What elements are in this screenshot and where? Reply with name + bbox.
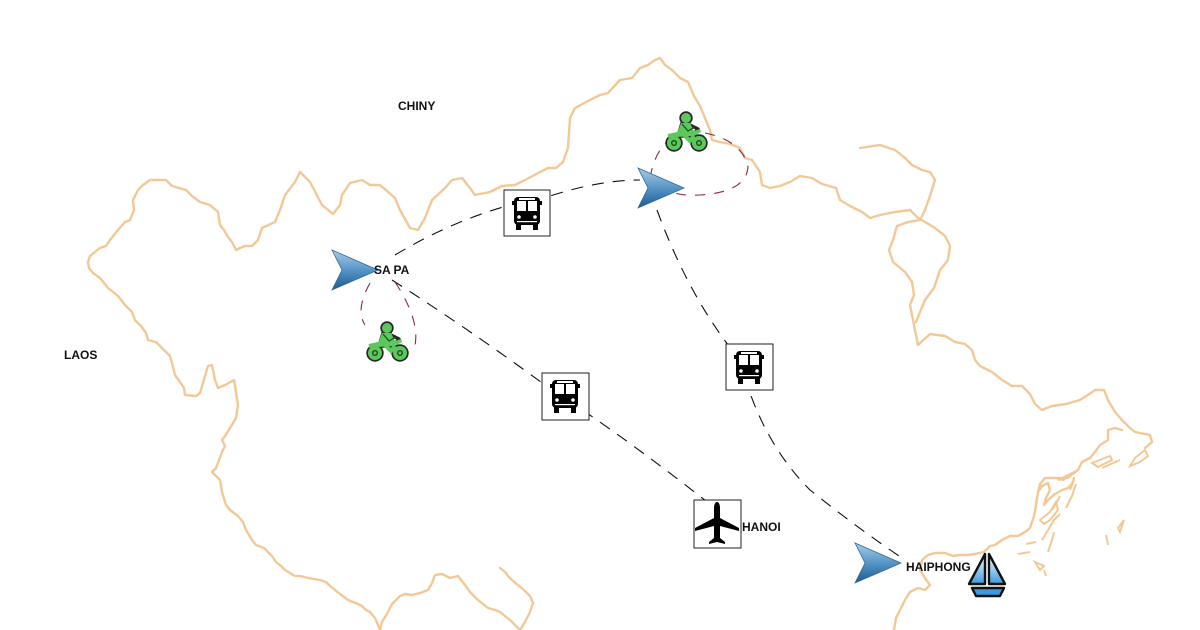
- city-label-sapa: SA PA: [374, 263, 410, 277]
- city-hanoi[interactable]: HANOI: [693, 499, 781, 549]
- arrow-pointer-icon: [331, 249, 379, 291]
- coastline-inlet: [1036, 476, 1076, 507]
- sailboat-icon[interactable]: [967, 552, 1007, 598]
- city-label-hanoi: HANOI: [742, 520, 781, 534]
- laos-vietnam-border: [86, 170, 382, 630]
- route-moto-sapa: [360, 281, 417, 346]
- route-sapa-hanoi: [391, 279, 731, 521]
- islands: [1017, 448, 1150, 577]
- city-haiphong[interactable]: HAIPHONG: [854, 542, 971, 584]
- arrow-pointer-icon: [854, 542, 902, 584]
- south-border-2: [498, 566, 535, 630]
- northeast-border: [858, 143, 1154, 450]
- motorbike-icon[interactable]: [366, 321, 409, 362]
- city-label-haiphong: HAIPHONG: [906, 560, 971, 574]
- route-sapa-north: [394, 179, 641, 256]
- border-lines: [86, 56, 1154, 630]
- motorbike-icon[interactable]: [665, 111, 708, 152]
- city-north[interactable]: [637, 167, 685, 209]
- south-border: [378, 572, 522, 630]
- transport-bus-north-haiphong[interactable]: [725, 343, 774, 391]
- coastline: [892, 426, 1124, 630]
- china-vietnam-border: [298, 56, 952, 324]
- route-north-haiphong: [656, 209, 906, 561]
- city-sapa[interactable]: SA PA: [331, 249, 410, 291]
- arrow-pointer-icon: [637, 167, 685, 209]
- transport-bus-sapa-hanoi[interactable]: [541, 372, 590, 421]
- country-label-china: CHINY: [398, 99, 435, 113]
- transport-bus-sapa-north[interactable]: [503, 189, 551, 237]
- country-label-laos: LAOS: [64, 348, 97, 362]
- routes: [360, 132, 906, 561]
